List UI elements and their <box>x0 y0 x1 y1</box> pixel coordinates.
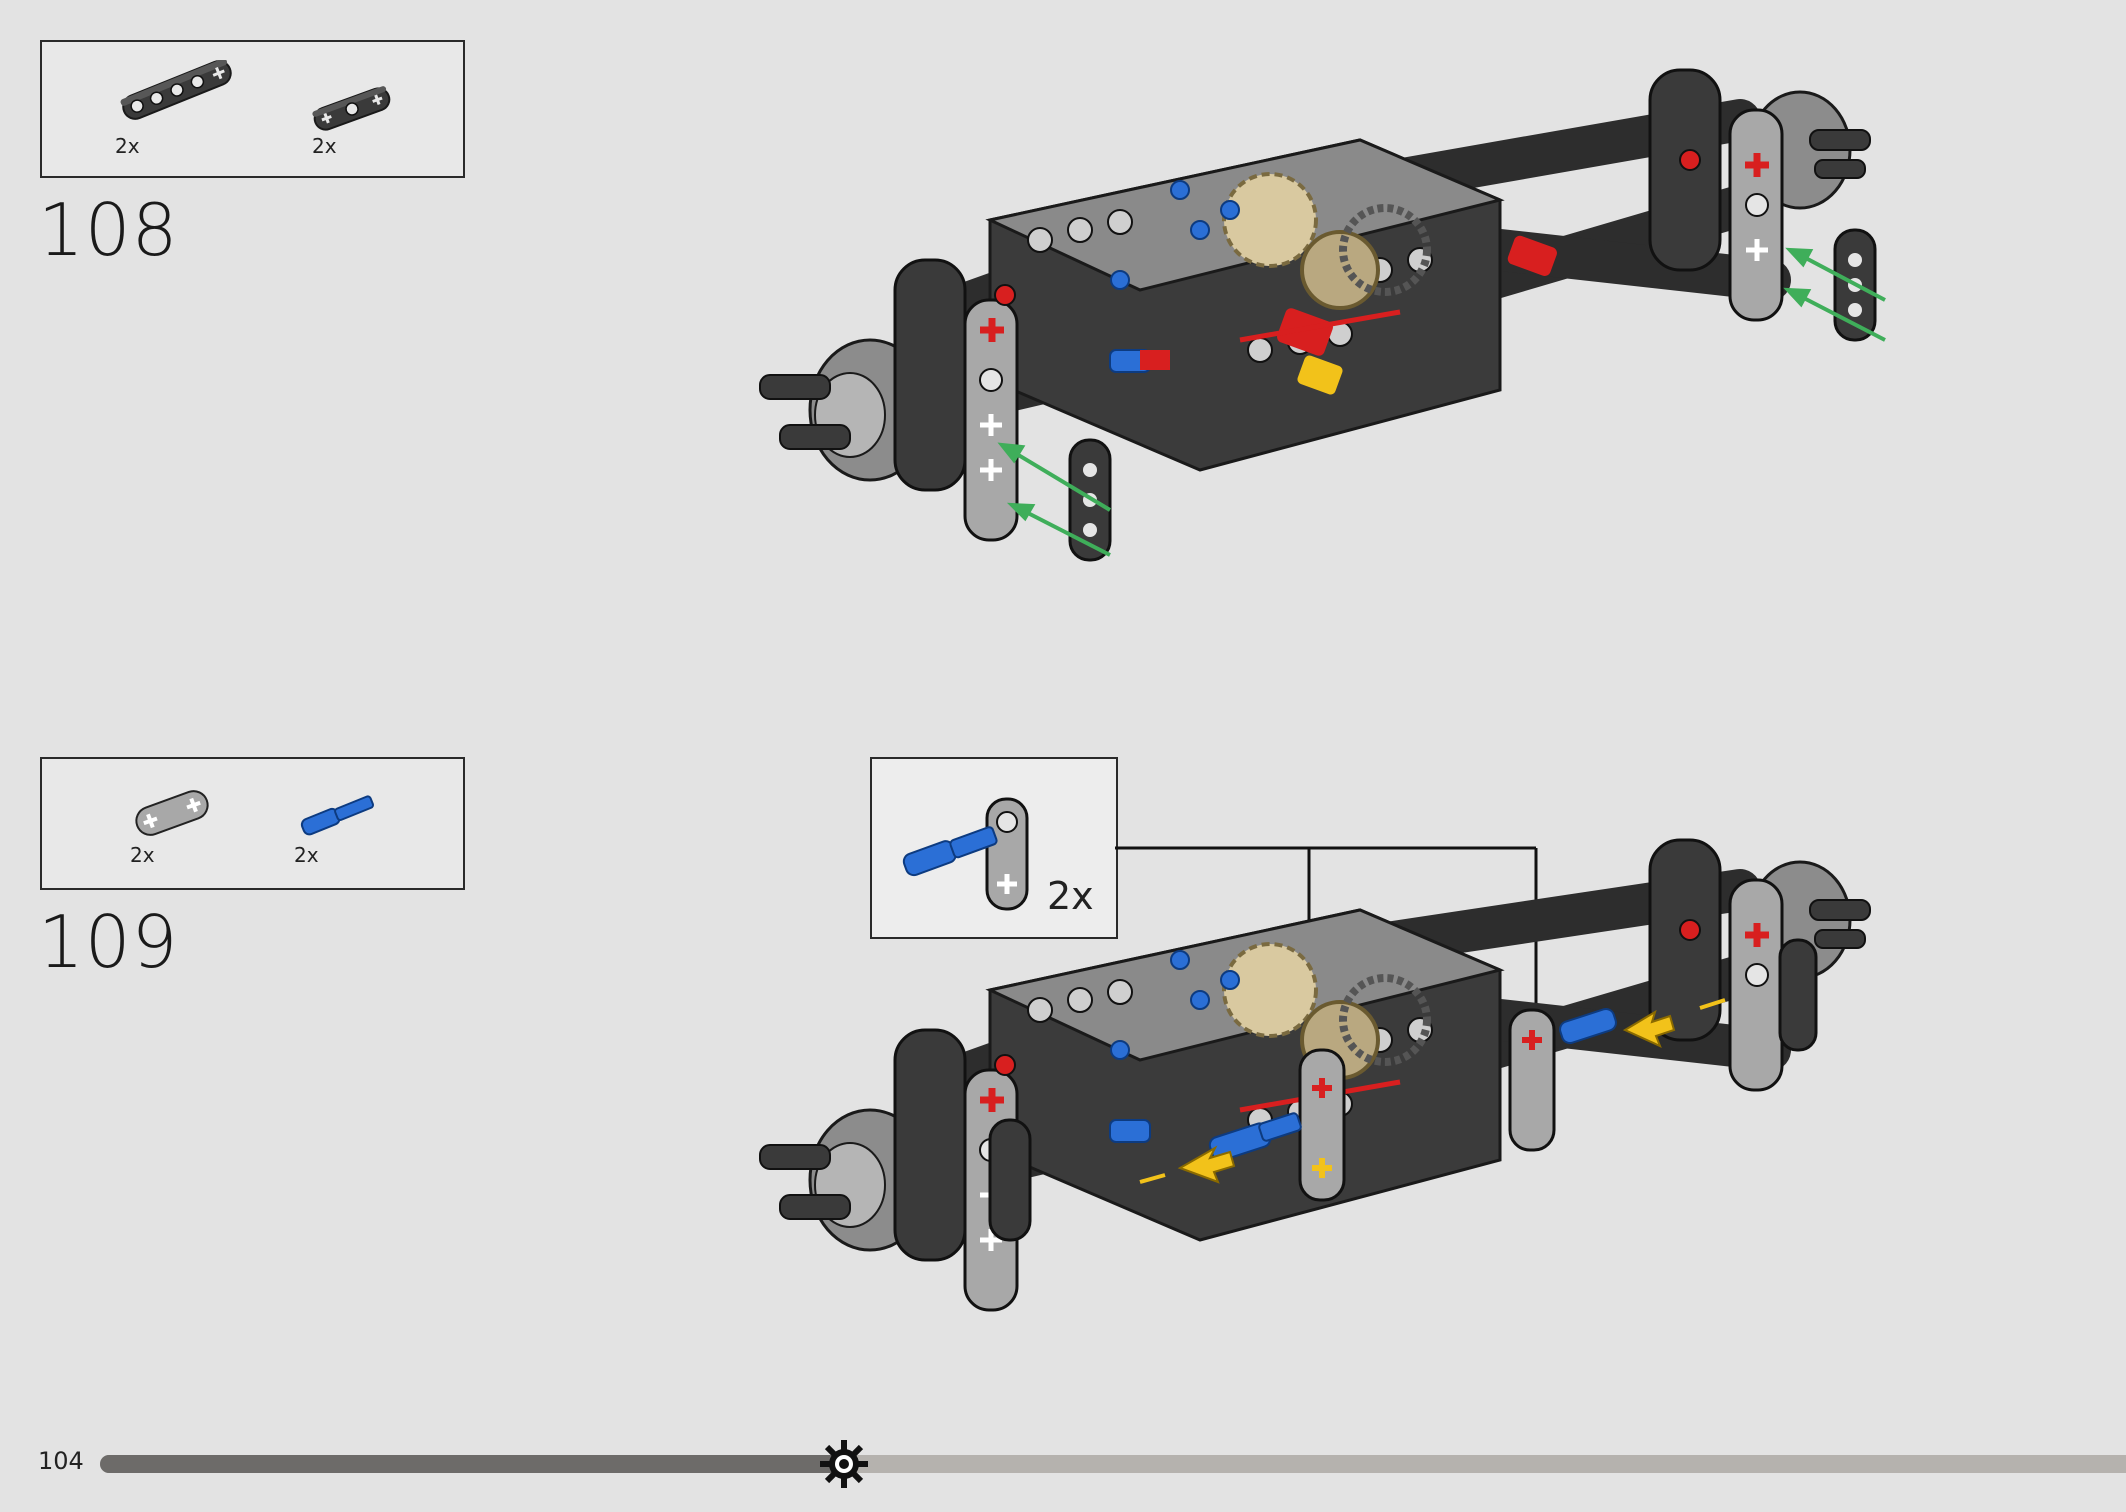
subassembly-icon <box>902 797 1029 911</box>
part-quantity: 2x <box>115 134 140 158</box>
step-number-108: 108 <box>38 188 179 272</box>
parts-list-step-109: 2x 2x <box>40 757 465 890</box>
beam-2-cross-axle-light-gray-icon <box>135 790 209 836</box>
progress-fill <box>100 1455 844 1473</box>
subassembly-callout: 2x <box>870 757 1118 939</box>
model-illustration-step-109 <box>759 838 1871 1312</box>
model-illustration-step-108 <box>759 68 1886 562</box>
parts-list-step-108: 2x 2x <box>40 40 465 178</box>
part-quantity: 2x <box>130 843 155 867</box>
page-number: 104 <box>38 1447 84 1475</box>
step-number-109: 109 <box>38 900 179 984</box>
callout-quantity: 2x <box>1047 874 1094 918</box>
part-quantity: 2x <box>294 843 319 867</box>
beam-5-dark-icon <box>120 60 232 120</box>
axle-pin-blue-icon <box>300 795 375 836</box>
beam-3-dark-icon <box>312 86 391 131</box>
gear-icon <box>819 1440 868 1488</box>
part-quantity: 2x <box>312 134 337 158</box>
